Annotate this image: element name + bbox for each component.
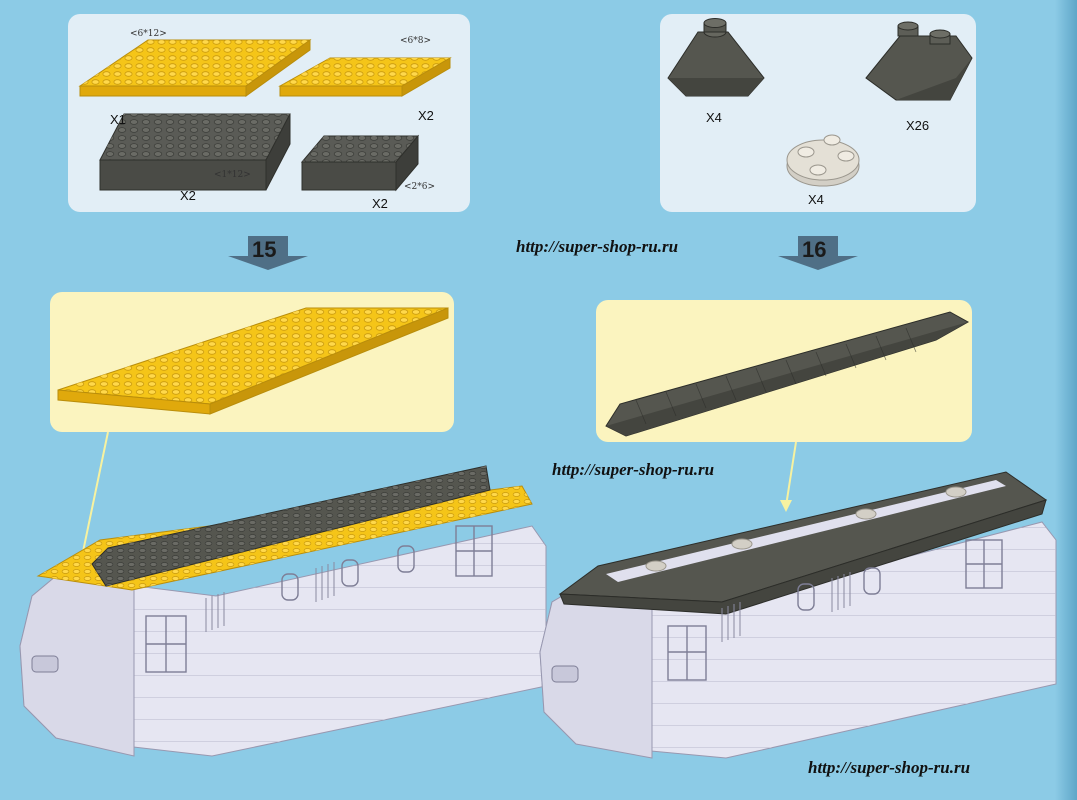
plate-6x12-size: <6*12> — [130, 29, 167, 39]
brick-2x6-qty: X2 — [372, 196, 388, 211]
locomotive-step-16 — [539, 471, 1057, 759]
plate-6x12-icon — [78, 39, 312, 97]
watermark-url-middle: http://super-shop-ru.ru — [552, 460, 715, 479]
parts-list-step-15: <6*12> X1 <6*8> X2 <1*12> X2 <2*6> X2 — [68, 14, 470, 212]
brick-1x12-qty: X2 — [180, 188, 196, 203]
parts-drawing-step-16 — [667, 18, 973, 187]
roof-slopes-assembly — [605, 311, 970, 437]
brick-2x6-size: <2*6> — [404, 182, 436, 192]
parts-list-step-16: X4 X26 X4 — [660, 14, 976, 212]
round-plate-icon — [786, 134, 860, 187]
page-edge — [1055, 0, 1077, 800]
yellow-plates-assembly — [57, 307, 449, 415]
brick-2x6-icon — [300, 134, 420, 192]
plate-6x8-qty: X2 — [418, 108, 434, 123]
slope-corner-icon — [667, 18, 765, 97]
round-plate-qty: X4 — [808, 192, 824, 207]
plate-6x12-qty: X1 — [110, 112, 126, 127]
watermark-url-top: http://super-shop-ru.ru — [516, 237, 679, 256]
slope-corner-qty: X4 — [706, 110, 722, 125]
plate-6x8-icon — [278, 57, 452, 97]
brick-1x12-size: <1*12> — [214, 170, 251, 180]
step-15-number: 15 — [252, 237, 277, 262]
step-15-badge: 15 — [228, 236, 308, 270]
brick-1x12-icon — [99, 113, 291, 191]
step-16-badge: 16 — [778, 236, 858, 270]
plate-6x8-size: <6*8> — [400, 36, 432, 46]
watermark-url-bottom: http://super-shop-ru.ru — [808, 758, 971, 777]
step-16-number: 16 — [802, 237, 827, 262]
slope-2x2-qty: X26 — [906, 118, 930, 133]
parts-drawing-step-15 — [78, 39, 452, 192]
slope-2x2-icon — [865, 21, 973, 101]
step-16-callout — [596, 300, 972, 442]
step-15-callout — [50, 292, 454, 432]
locomotive-step-15 — [19, 465, 547, 757]
